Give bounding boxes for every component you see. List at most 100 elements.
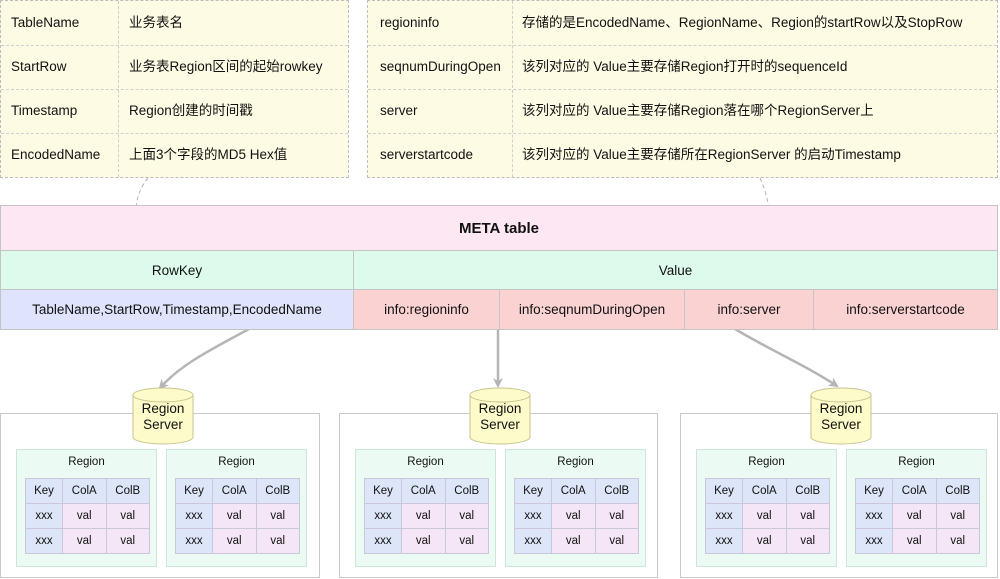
note-row: seqnumDuringOpen 该列对应的 Value主要存储Region打开… bbox=[368, 45, 997, 90]
region-header-cell: ColA bbox=[401, 478, 446, 504]
region-server-label-line2: Server bbox=[143, 417, 183, 432]
value-column-regioninfo: info:regioninfo bbox=[354, 290, 500, 330]
region-header-cell: ColB bbox=[935, 478, 980, 504]
value-cell: val bbox=[785, 503, 830, 529]
value-cell: val bbox=[594, 503, 639, 529]
note-field: server bbox=[380, 103, 418, 118]
value-cell: val bbox=[551, 528, 596, 554]
row-key-cell: xxx bbox=[514, 528, 552, 554]
region-header-cell: ColB bbox=[594, 478, 639, 504]
region-title: Region bbox=[748, 456, 785, 468]
region-title: Region bbox=[68, 456, 105, 468]
row-key-cell: xxx bbox=[705, 503, 743, 529]
row-key-cell: xxx bbox=[175, 528, 213, 554]
value-column-seqnum: info:seqnumDuringOpen bbox=[500, 290, 685, 330]
database-cylinder-icon bbox=[132, 387, 194, 445]
region-server-cylinder: Region Server bbox=[132, 387, 194, 445]
row-key-cell: xxx bbox=[175, 503, 213, 529]
region-header-cell: Key bbox=[514, 478, 552, 504]
note-desc: Region创建的时间戳 bbox=[129, 103, 253, 118]
arrow-to-server-3 bbox=[734, 327, 839, 388]
row-key-cell: xxx bbox=[364, 503, 402, 529]
note-desc: 该列对应的 Value主要存储所在RegionServer 的启动Timesta… bbox=[522, 147, 901, 162]
dashed-link-value-note bbox=[759, 177, 771, 251]
rowkey-notes-table: TableName 业务表名 StartRow 业务表Region区间的起始ro… bbox=[0, 0, 349, 178]
region-header-cell: ColB bbox=[255, 478, 300, 504]
note-row: server 该列对应的 Value主要存储Region落在哪个RegionSe… bbox=[368, 89, 997, 134]
region-header-cell: ColA bbox=[551, 478, 596, 504]
region-header-cell: Key bbox=[705, 478, 743, 504]
value-cell: val bbox=[892, 528, 937, 554]
value-cell: val bbox=[444, 503, 489, 529]
region-header-cell: ColA bbox=[892, 478, 937, 504]
meta-table-title: META table bbox=[1, 206, 998, 251]
region-header-cell: ColB bbox=[444, 478, 489, 504]
region-title: Region bbox=[898, 456, 935, 468]
value-cell: val bbox=[444, 528, 489, 554]
note-row: EncodedName 上面3个字段的MD5 Hex值 bbox=[1, 133, 348, 177]
value-column-serverstartcode: info:serverstartcode bbox=[814, 290, 998, 330]
region-server-label-line2: Server bbox=[480, 417, 520, 432]
note-desc: 业务表Region区间的起始rowkey bbox=[129, 59, 323, 74]
region-header-cell: ColB bbox=[785, 478, 830, 504]
value-cell: val bbox=[742, 503, 787, 529]
note-field: Timestamp bbox=[11, 103, 78, 118]
row-key-cell: xxx bbox=[25, 503, 63, 529]
value-cell: val bbox=[401, 503, 446, 529]
region-header-cell: ColA bbox=[212, 478, 257, 504]
value-cell: val bbox=[105, 528, 150, 554]
value-cell: val bbox=[742, 528, 787, 554]
region-server-label-line1: Region bbox=[819, 401, 863, 416]
meta-table: META table RowKey Value TableName,StartR… bbox=[0, 205, 998, 330]
region-header-cell: Key bbox=[364, 478, 402, 504]
note-desc: 上面3个字段的MD5 Hex值 bbox=[129, 147, 288, 162]
row-key-cell: xxx bbox=[705, 528, 743, 554]
note-desc: 存储的是EncodedName、RegionName、Region的startR… bbox=[522, 15, 963, 30]
region-server-label-line1: Region bbox=[478, 401, 522, 416]
value-cell: val bbox=[401, 528, 446, 554]
note-row: StartRow 业务表Region区间的起始rowkey bbox=[1, 45, 348, 90]
rowkey-header: RowKey bbox=[1, 251, 354, 290]
region-title: Region bbox=[407, 456, 444, 468]
row-key-cell: xxx bbox=[25, 528, 63, 554]
region-server-label: Region Server bbox=[810, 401, 872, 433]
note-row: serverstartcode 该列对应的 Value主要存储所在RegionS… bbox=[368, 133, 997, 177]
region-server-label: Region Server bbox=[469, 401, 531, 433]
region-server-cylinder: Region Server bbox=[469, 387, 531, 445]
value-cell: val bbox=[551, 503, 596, 529]
region-title: Region bbox=[218, 456, 255, 468]
region-server-label-line2: Server bbox=[821, 417, 861, 432]
region-header-cell: ColA bbox=[62, 478, 107, 504]
value-cell: val bbox=[62, 528, 107, 554]
note-row: Timestamp Region创建的时间戳 bbox=[1, 89, 348, 134]
region-server-cylinder: Region Server bbox=[810, 387, 872, 445]
region-header-cell: ColB bbox=[105, 478, 150, 504]
value-notes-table: regioninfo 存储的是EncodedName、RegionName、Re… bbox=[367, 0, 998, 178]
region-header-cell: ColA bbox=[742, 478, 787, 504]
region-header-cell: Key bbox=[855, 478, 893, 504]
note-desc: 业务表名 bbox=[129, 15, 183, 30]
rowkey-cell: TableName,StartRow,Timestamp,EncodedName bbox=[1, 290, 354, 330]
database-cylinder-icon bbox=[810, 387, 872, 445]
value-cell: val bbox=[935, 503, 980, 529]
